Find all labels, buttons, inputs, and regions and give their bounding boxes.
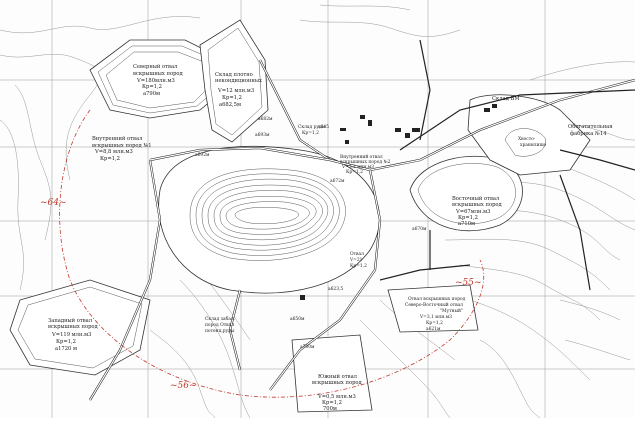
svg-text:Южный отвал: Южный отвал [318,374,358,380]
svg-text:a645: a645 [318,125,329,130]
plant-buildings [300,104,497,300]
svg-text:вскрышных пород: вскрышных пород [133,71,183,77]
svg-text:V=119 млн.м3: V=119 млн.м3 [51,332,91,338]
ore-stockpile-label: Склад руды Кр=1,2 [298,125,326,136]
svg-text:V=8,8 млн.м3: V=8,8 млн.м3 [94,149,133,155]
zone-label-west: ~64~ [40,198,67,208]
svg-text:вскрышных пород: вскрышных пород [452,202,502,208]
svg-text:V=3,1 млн.м3: V=3,1 млн.м3 [419,315,452,320]
svg-text:Хвосто-: Хвосто- [518,137,536,142]
svg-text:Кр=1,2: Кр=1,2 [142,84,162,90]
svg-text:Восточный отвал: Восточный отвал [452,196,500,202]
open-pit [158,146,380,294]
elevation-marks: a693м a692м a645 a682м a672м a623,5 a670… [195,117,427,350]
svg-text:Обогатительная: Обогатительная [568,123,613,130]
svg-text:Кр=1,2: Кр=1,2 [350,264,367,269]
svg-text:Склад забал.: Склад забал. [205,317,235,322]
mutny-dump-area [387,284,479,333]
svg-text:a710м: a710м [458,221,475,227]
svg-text:вскрышных пород: вскрышных пород [48,324,98,330]
sw-pile-label: Склад забал. пород Отвал потенц.руды [205,317,235,334]
svg-text:вскрышных пород №1: вскрышных пород №1 [92,143,152,149]
mutny-dump-label: Отвал вскрышных пород Северо-Восточный о… [405,297,466,332]
svg-text:a682м: a682м [258,117,273,122]
svg-text:a621м: a621м [426,327,441,332]
ore-dressing-plant-area [467,94,591,176]
explosives-warehouse-label: Склад ВМ [492,96,520,102]
sanitary-zone-boundary [59,109,484,398]
low-dump-label: Отвал V=21 Кр=1,2 [349,252,367,269]
tailings-label: Хвосто- хранилище [518,137,547,148]
svg-text:Кр=1,2: Кр=1,2 [302,131,319,136]
svg-text:"Мутный": "Мутный" [440,309,463,314]
svg-text:Кр=1,2: Кр=1,2 [346,170,363,175]
haul-roads [89,59,635,401]
svg-text:a623,5: a623,5 [328,287,343,292]
svg-text:потенц.руды: потенц.руды [205,329,235,334]
svg-text:V=0,5 млн.м3: V=0,5 млн.м3 [317,394,356,400]
svg-text:V=3,2 млн.м3: V=3,2 млн.м3 [341,165,374,170]
svg-text:a672м: a672м [330,179,345,184]
south-dump-area [291,334,373,413]
svg-text:a1720 м: a1720 м [55,346,77,352]
ore-warehouse-area [199,19,269,143]
svg-text:a692м: a692м [195,153,210,158]
svg-text:хранилище: хранилище [520,143,547,148]
svg-text:Северный отвал: Северный отвал [133,64,178,70]
svg-text:Отвал: Отвал [350,252,364,257]
svg-text:некондиционных: некондиционных [215,78,262,84]
svg-text:Кр=1,2: Кр=1,2 [458,215,478,221]
svg-text:Кр=1,2: Кр=1,2 [100,156,120,162]
ore-dressing-label: Обогатительная фабрика №14 [568,123,613,137]
svg-text:Внутренний отвал: Внутренний отвал [92,136,143,142]
west-dump-area [9,279,151,376]
inner-dump-1-label: Внутренний отвал вскрышных пород №1 V=8,… [92,136,152,162]
svg-text:Кр=1,2: Кр=1,2 [322,400,342,406]
svg-text:Склад плотно: Склад плотно [215,72,253,78]
svg-text:a682,5м: a682,5м [219,102,241,108]
svg-text:a790м: a790м [143,91,160,97]
svg-text:V=67млн.м3: V=67млн.м3 [455,209,490,215]
east-dump-label: Восточный отвал вскрышных пород V=67млн.… [452,196,502,227]
railway-lines [379,39,635,291]
svg-text:a693м: a693м [255,133,270,138]
svg-text:Склад руды: Склад руды [298,125,326,130]
svg-text:V=12 млн.м3: V=12 млн.м3 [217,88,254,94]
svg-text:Северо-Восточный отвал: Северо-Восточный отвал [405,303,463,308]
inner-dump-2-label: Внутренний отвал вскрышных пород №2 V=3,… [340,155,391,175]
svg-text:вскрышных пород №2: вскрышных пород №2 [340,159,391,165]
svg-text:Внутренний отвал: Внутренний отвал [340,155,383,160]
svg-text:фабрика №14: фабрика №14 [570,130,607,137]
svg-text:V=21: V=21 [349,258,363,263]
svg-text:пород Отвал: пород Отвал [205,323,234,328]
svg-text:a700м: a700м [300,345,315,350]
svg-text:вскрышных пород: вскрышных пород [312,380,362,386]
east-dump-area [409,155,523,232]
warehouse-label: Склад плотно некондиционных V=12 млн.м3 … [215,72,262,108]
west-dump-label: Западный отвал вскрышных пород V=119 млн… [48,318,98,352]
svg-text:Кр=1,2: Кр=1,2 [222,95,242,101]
svg-text:a670м: a670м [412,227,427,232]
zone-label-east: ~55~ [455,278,482,288]
svg-text:700м: 700м [323,406,337,412]
north-dump-label: Северный отвал вскрышных пород V=180млн.… [133,64,183,97]
zone-label-south: ~56~ [170,381,197,391]
south-dump-label: Южный отвал вскрышных пород V=0,5 млн.м3… [312,374,362,412]
svg-text:Кр=1,2: Кр=1,2 [426,321,443,326]
svg-text:Западный отвал: Западный отвал [48,318,93,324]
svg-text:V=180млн.м3: V=180млн.м3 [136,78,175,84]
svg-text:Отвал вскрышных пород: Отвал вскрышных пород [408,297,466,302]
svg-text:Кр=1,2: Кр=1,2 [56,339,76,345]
svg-text:a650м: a650м [290,317,305,322]
